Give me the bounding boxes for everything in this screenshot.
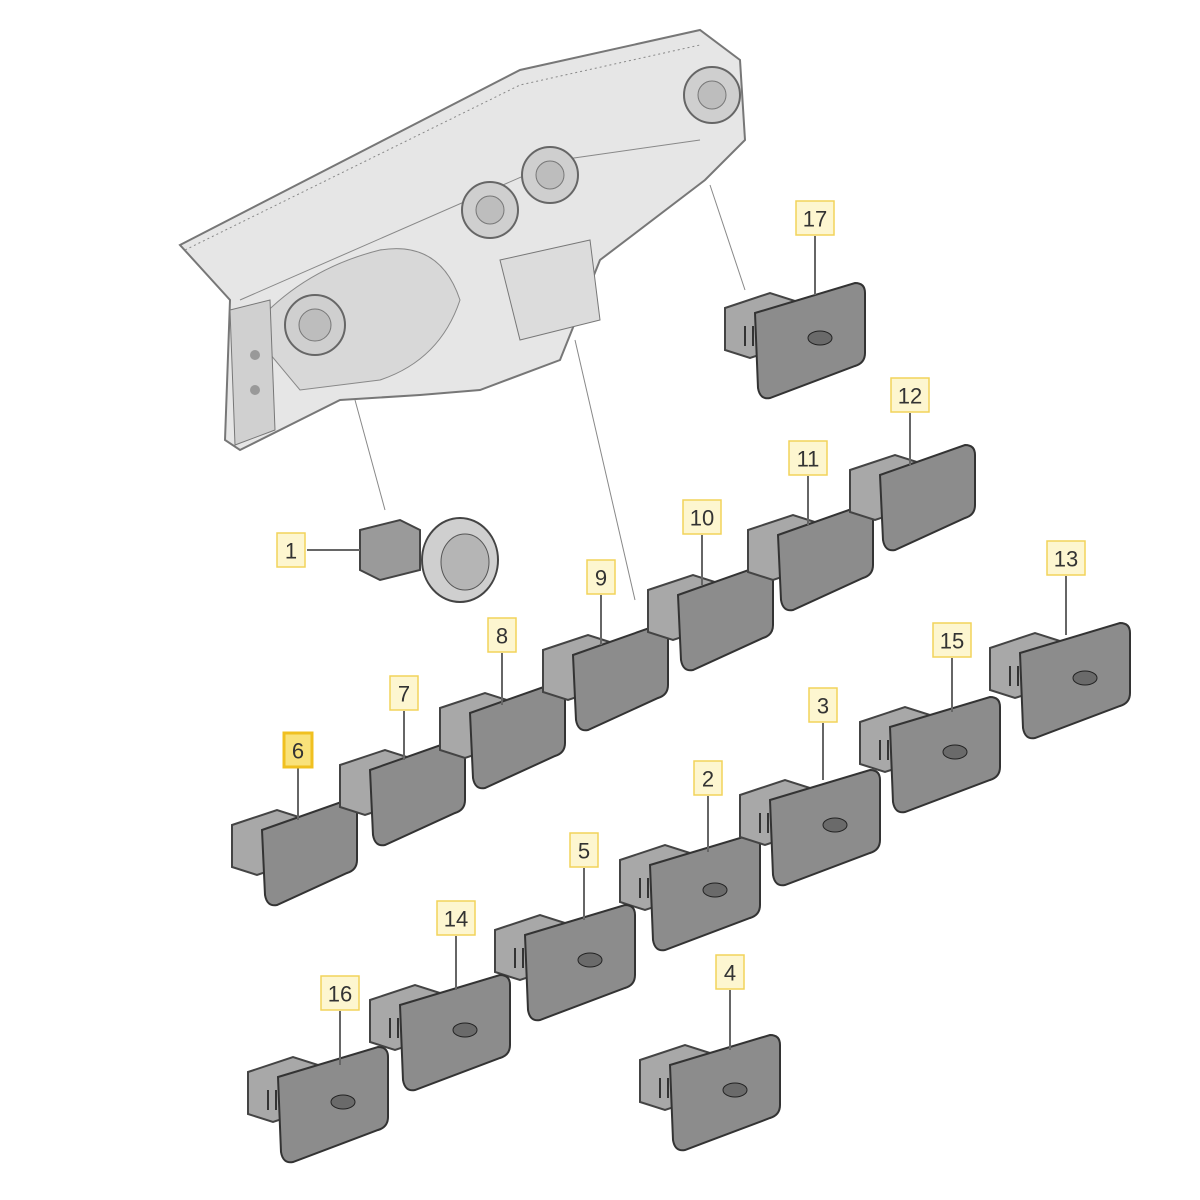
callout-number: 11 [797,447,820,472]
callout-8[interactable]: 8 [487,617,517,705]
part-14[interactable] [369,973,511,1092]
callout-15[interactable]: 15 [932,622,972,712]
callout-number: 4 [724,961,736,986]
callout-12[interactable]: 12 [890,377,930,465]
callout-5[interactable]: 5 [569,832,599,920]
dashboard-leader-lines [354,184,746,601]
part-17[interactable] [724,281,866,400]
callout-6[interactable]: 6 [282,731,314,820]
parts-layer [231,281,1131,1164]
callout-number: 5 [578,839,590,864]
part-6[interactable] [231,798,358,907]
part-7[interactable] [339,738,466,847]
callout-2[interactable]: 2 [693,760,723,852]
callout-number: 2 [702,767,714,792]
callout-13[interactable]: 13 [1046,540,1086,635]
callout-16[interactable]: 16 [320,975,360,1065]
part-15[interactable] [859,695,1001,814]
callout-number: 16 [328,982,352,1007]
callout-1[interactable]: 1 [276,532,360,568]
callout-number: 14 [444,907,468,932]
part-2[interactable] [619,833,761,952]
callout-number: 7 [398,682,410,707]
part-11[interactable] [747,503,874,612]
part-16[interactable] [247,1045,389,1164]
dashboard-illustration [178,28,747,452]
callout-number: 8 [496,624,508,649]
callout-number: 13 [1054,547,1078,572]
callout-number: 1 [285,539,297,564]
part-8[interactable] [439,681,566,790]
callout-number: 6 [292,739,304,764]
callout-number: 10 [690,506,714,531]
callout-17[interactable]: 17 [795,200,835,295]
callout-9[interactable]: 9 [586,559,616,645]
callout-14[interactable]: 14 [436,900,476,990]
callout-7[interactable]: 7 [389,675,419,760]
callout-10[interactable]: 10 [682,499,722,585]
callout-4[interactable]: 4 [715,954,745,1050]
callout-3[interactable]: 3 [808,687,838,780]
part-5[interactable] [494,903,636,1022]
callout-number: 3 [817,694,829,719]
callout-number: 12 [898,384,922,409]
callout-number: 9 [595,566,607,591]
part-4[interactable] [639,1033,781,1152]
part-3[interactable] [739,768,881,887]
part-12[interactable] [849,443,976,552]
part-1[interactable] [359,517,499,603]
callout-11[interactable]: 11 [788,440,828,525]
callout-number: 15 [940,629,964,654]
part-13[interactable] [989,621,1131,740]
part-9[interactable] [542,623,669,732]
callout-number: 17 [803,207,827,232]
